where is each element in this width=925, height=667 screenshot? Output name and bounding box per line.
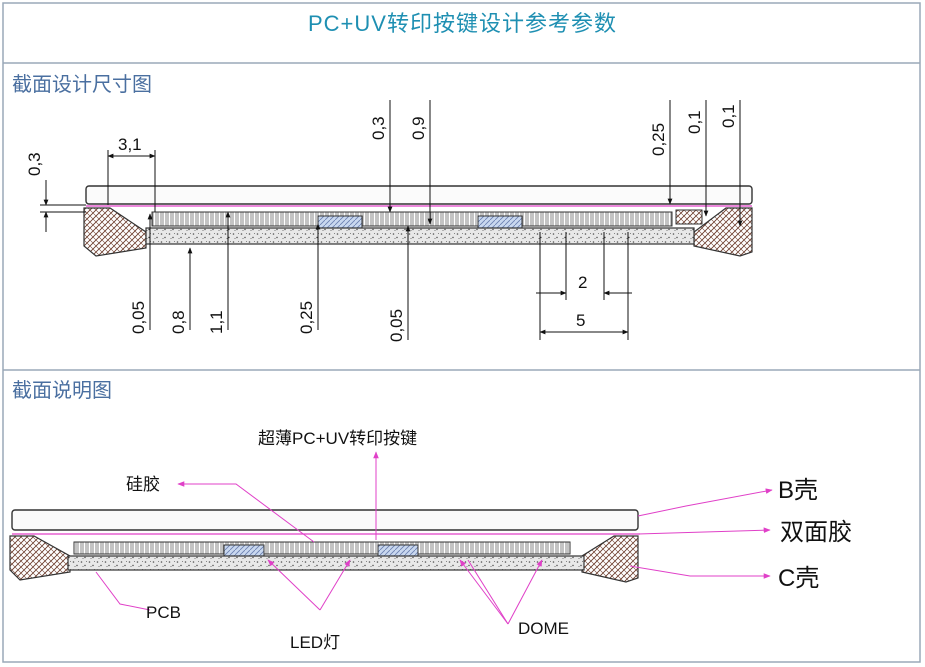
right-shell-pad bbox=[675, 209, 703, 225]
dome-1 bbox=[317, 215, 363, 229]
label-dome: DOME bbox=[518, 619, 569, 638]
label-led: LED灯 bbox=[290, 633, 340, 652]
label-tape: 双面胶 bbox=[780, 519, 852, 546]
dim-bottom-7: 5 bbox=[576, 311, 585, 330]
dim-top-6: 0,1 bbox=[685, 110, 704, 134]
section1-title: 截面设计尺寸图 bbox=[12, 72, 152, 96]
section1-cross-section bbox=[83, 185, 753, 257]
dome-2 bbox=[477, 215, 523, 229]
dim-top-2: 3,1 bbox=[118, 135, 142, 154]
pcb-layer-2 bbox=[67, 555, 585, 571]
dim-bottom-1: 0,05 bbox=[129, 301, 148, 334]
led-2 bbox=[377, 544, 419, 557]
label-c-shell: C壳 bbox=[778, 565, 819, 592]
dim-top-4: 0,9 bbox=[409, 116, 428, 140]
dim-top-3: 0,3 bbox=[369, 116, 388, 140]
right-shell bbox=[693, 207, 753, 257]
dim-bottom-3: 1,1 bbox=[207, 310, 226, 334]
left-shell bbox=[83, 207, 147, 257]
page-title: PC+UV转印按键设计参考参数 bbox=[308, 11, 617, 36]
led-1 bbox=[223, 544, 265, 557]
label-pcb: PCB bbox=[146, 603, 181, 622]
silicone-layer bbox=[151, 211, 673, 227]
dim-top-5: 0,25 bbox=[649, 123, 668, 156]
section2-leaders bbox=[95, 451, 773, 625]
right-shell-2 bbox=[581, 535, 639, 583]
label-b-shell: B壳 bbox=[778, 477, 818, 504]
dim-top-1: 0,3 bbox=[25, 152, 44, 176]
dim-top-7: 0,1 bbox=[719, 104, 738, 128]
b-shell-plate bbox=[11, 509, 639, 531]
section2-title: 截面说明图 bbox=[12, 378, 112, 402]
label-top-keycap: 超薄PC+UV转印按键 bbox=[258, 429, 417, 448]
left-shell-2 bbox=[9, 535, 71, 581]
dim-bottom-6: 2 bbox=[578, 273, 587, 292]
section2-labels: 超薄PC+UV转印按键 硅胶 B壳 双面胶 C壳 PCB LED灯 DOME bbox=[126, 429, 852, 652]
keycap-plate bbox=[85, 185, 753, 205]
pcb-layer bbox=[145, 227, 695, 245]
dim-bottom-5: 0,05 bbox=[387, 309, 406, 342]
section2-cross-section bbox=[9, 509, 640, 583]
dim-bottom-4: 0,25 bbox=[297, 301, 316, 334]
section1-dim-labels: 0,3 3,1 0,3 0,9 0,25 0,1 0,1 0,05 0,8 1,… bbox=[25, 104, 738, 342]
section1-dimensions bbox=[40, 100, 743, 340]
dim-bottom-2: 0,8 bbox=[169, 310, 188, 334]
silicone-layer-2 bbox=[73, 541, 571, 555]
label-silicone: 硅胶 bbox=[126, 475, 160, 494]
